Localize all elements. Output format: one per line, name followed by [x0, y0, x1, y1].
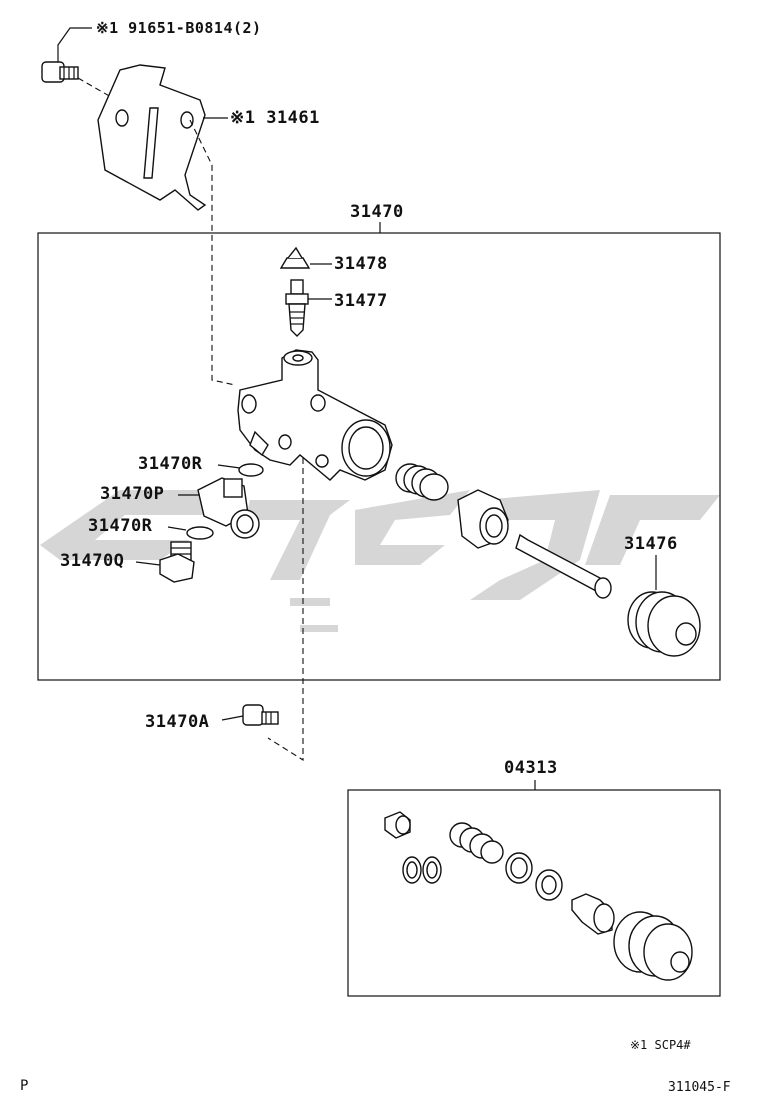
cap-31478-icon [279, 246, 311, 269]
piston-icon [457, 489, 509, 549]
label-31478[interactable]: 31478 [334, 254, 388, 274]
footnote: ※1 SCP4# [630, 1038, 691, 1052]
assembly-31470-frame [37, 232, 721, 681]
spring-seal-icon [395, 463, 449, 501]
label-31476[interactable]: 31476 [624, 534, 678, 554]
label-31461[interactable]: ※1 31461 [230, 108, 320, 128]
union-31470P-icon [197, 477, 260, 539]
boot-icon [627, 591, 701, 657]
watermark-logo [40, 490, 720, 632]
label-31470R-bottom[interactable]: 31470R [88, 516, 153, 536]
label-31470A[interactable]: 31470A [145, 712, 210, 732]
bolt-91651-icon [41, 61, 79, 83]
push-rod-31476-icon [515, 533, 612, 599]
kit-parts-icon [384, 811, 693, 981]
label-91651-B0814[interactable]: ※1 91651-B0814(2) [96, 19, 262, 37]
label-31470P[interactable]: 31470P [100, 484, 165, 504]
corner-mark: P [20, 1078, 29, 1094]
kit-04313-frame [347, 789, 721, 997]
figure-code: 311045-F [668, 1080, 731, 1095]
label-31470Q[interactable]: 31470Q [60, 551, 125, 571]
bleeder-31477-icon [285, 279, 309, 337]
o-ring-31470R-top-icon [238, 463, 264, 477]
master-cylinder-body-icon [237, 349, 393, 481]
label-31470[interactable]: 31470 [350, 202, 404, 222]
label-31470R-top[interactable]: 31470R [138, 454, 203, 474]
label-04313[interactable]: 04313 [504, 758, 558, 778]
o-ring-31470R-bottom-icon [186, 526, 214, 540]
plug-31470Q-icon [159, 541, 195, 583]
bolt-31470A-icon [242, 704, 279, 726]
label-31477[interactable]: 31477 [334, 291, 388, 311]
bracket-31461-icon [97, 64, 207, 211]
